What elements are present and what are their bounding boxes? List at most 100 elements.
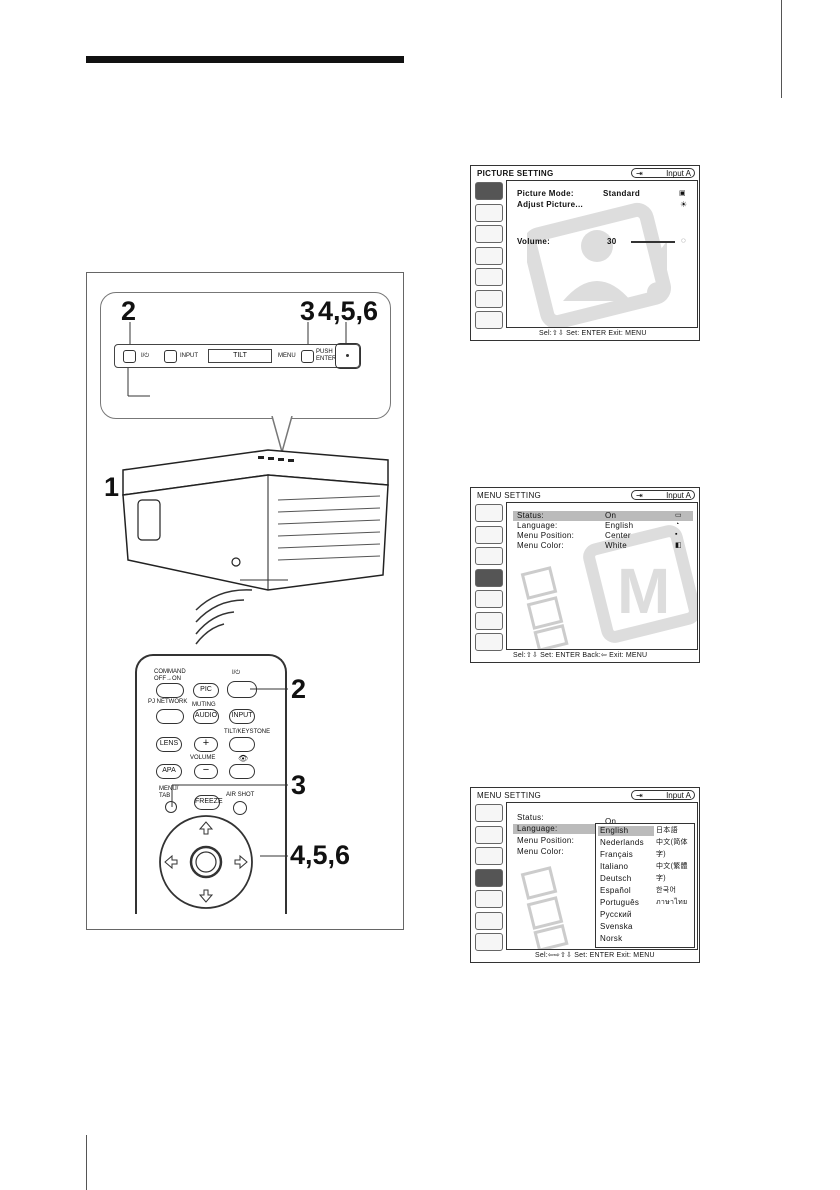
language-option-0[interactable]: English (600, 826, 629, 835)
status-row-highlight (513, 511, 693, 521)
language-icon: ◔ (675, 521, 680, 528)
menu-setting-icon[interactable] (475, 247, 503, 265)
push-enter-label: PUSH ENTER (316, 349, 337, 362)
info-icon[interactable] (475, 290, 503, 308)
remote-power-label: I/⏻ (232, 670, 241, 676)
language-option-4[interactable]: Deutsch (600, 874, 632, 883)
language-option-asian-4[interactable]: ภาษาไทย (656, 899, 688, 906)
menu-setting-icon[interactable] (475, 869, 503, 887)
adjust-picture-label[interactable]: Adjust Picture... (517, 200, 583, 209)
lens-button[interactable]: LENS (156, 737, 182, 752)
audio-button[interactable]: AUDIO (193, 709, 219, 724)
language-option-asian-3[interactable]: 한국어 (656, 887, 677, 894)
language-list-right: 日本語中文(简体字) 中文(繁體字) 한국어 ภาษาไทย (656, 825, 696, 909)
language-option-asian-2[interactable]: 中文(繁體字) (656, 863, 688, 882)
control-panel-callout (100, 292, 391, 419)
status-value: On (605, 511, 617, 520)
film-icon: ▣ (679, 190, 686, 197)
blank-tab-icon (475, 633, 503, 651)
setup-menu-icon[interactable] (475, 225, 503, 243)
minus-icon: − (202, 764, 210, 776)
language-option-1[interactable]: Nederlands (600, 838, 644, 847)
language-label[interactable]: Language: (517, 521, 558, 530)
menu-tab-button[interactable] (165, 801, 177, 813)
remote-dpad[interactable] (151, 812, 261, 912)
remote-number-3: 3 (291, 770, 307, 800)
setup-menu-icon[interactable] (475, 847, 503, 865)
menu-position-label[interactable]: Menu Position: (517, 836, 575, 845)
tilt-button[interactable]: TILT (208, 349, 272, 363)
language-option-5[interactable]: Español (600, 886, 632, 895)
language-option-3[interactable]: Italiano (600, 862, 629, 871)
color-icon: ◧ (675, 542, 682, 549)
power-button[interactable] (123, 350, 136, 363)
language-option-asian-1[interactable]: 中文(简体字) (656, 839, 688, 858)
menu-button[interactable] (301, 350, 314, 363)
connection-icon[interactable] (475, 590, 503, 608)
connection-icon[interactable] (475, 890, 503, 908)
language-option-2[interactable]: Français (600, 850, 634, 859)
input-menu-icon[interactable] (475, 526, 503, 544)
page-edge-line (86, 1135, 87, 1190)
input-icon: ⇥ (636, 791, 643, 800)
language-option-8[interactable]: Svenska (600, 922, 633, 931)
connection-icon[interactable] (475, 268, 503, 286)
screen-title: MENU SETTING (477, 791, 542, 800)
volume-slider[interactable] (631, 241, 675, 243)
status-label[interactable]: Status: (517, 813, 545, 822)
eye-button[interactable] (229, 764, 255, 779)
input-remote-button[interactable]: INPUT (229, 709, 255, 724)
volume-up-button[interactable]: + (194, 737, 218, 752)
menu-watermark-icon (520, 866, 569, 949)
pj-network-switch[interactable] (156, 709, 184, 724)
picture-mode-value: Standard (603, 189, 641, 198)
tilt-label: TILT (233, 352, 247, 359)
volume-down-button[interactable]: − (194, 764, 218, 779)
remote-number-2: 2 (291, 674, 307, 704)
menu-label: MENU (278, 353, 296, 359)
freeze-label: FREEZE (195, 798, 223, 805)
blank-tab-icon (475, 933, 503, 951)
air-shot-button[interactable] (233, 801, 247, 815)
status-value: On (605, 817, 617, 826)
picture-mode-label[interactable]: Picture Mode: (517, 189, 574, 198)
picture-menu-icon[interactable] (475, 804, 503, 822)
input-button[interactable] (164, 350, 177, 363)
status-label[interactable]: Status: (517, 511, 545, 520)
language-option-9[interactable]: Norsk (600, 934, 623, 943)
callout-leaders (127, 322, 347, 397)
info-icon[interactable] (475, 612, 503, 630)
menu-watermark-icon: M (520, 525, 697, 649)
arrow-pad-button[interactable] (335, 343, 361, 369)
input-menu-icon[interactable] (475, 826, 503, 844)
tilt-keystone-button[interactable] (229, 737, 255, 752)
settings-panel: Picture Mode: Standard ▣ Adjust Picture.… (506, 180, 698, 328)
pic-button[interactable]: PIC (193, 683, 219, 698)
language-label[interactable]: Language: (517, 824, 558, 833)
setup-menu-icon[interactable] (475, 547, 503, 565)
language-option-asian-0[interactable]: 日本語 (656, 827, 678, 834)
menu-color-label[interactable]: Menu Color: (517, 847, 564, 856)
menu-position-label[interactable]: Menu Position: (517, 531, 575, 540)
input-label: Input A (666, 791, 691, 800)
apa-button[interactable]: APA (156, 764, 182, 779)
screen-title: PICTURE SETTING (477, 169, 554, 178)
input-menu-icon[interactable] (475, 204, 503, 222)
language-option-7[interactable]: Русский (600, 910, 632, 919)
input-label: Input A (666, 491, 691, 500)
ir-signal-icon (195, 589, 253, 645)
picture-menu-icon[interactable] (475, 504, 503, 522)
menu-setting-icon[interactable] (475, 569, 503, 587)
freeze-button[interactable]: FREEZE (194, 795, 223, 810)
tilt-keystone-label: TILT/KEYSTONE (224, 729, 271, 735)
picture-menu-icon[interactable] (475, 182, 503, 200)
command-switch[interactable] (156, 683, 184, 698)
language-select-screen: MENU SETTING ⇥ Input A Status: On Languag… (470, 787, 700, 963)
menu-color-label[interactable]: Menu Color: (517, 541, 564, 550)
projector-illustration (122, 449, 389, 591)
volume-label[interactable]: Volume: (517, 237, 551, 246)
info-icon[interactable] (475, 912, 503, 930)
language-option-6[interactable]: Português (600, 898, 640, 907)
